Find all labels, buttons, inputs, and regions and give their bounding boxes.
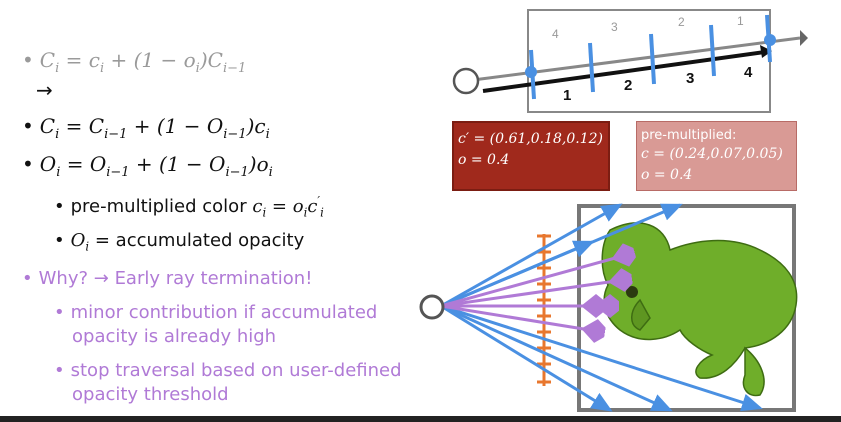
sample-tick-3 — [649, 33, 656, 85]
top-number: 1 — [737, 14, 744, 28]
sample-tick-4 — [709, 24, 716, 77]
sub-bullet-premultiplied: •pre-multiplied color ci = oic′i — [54, 194, 324, 220]
minor-contribution-line2: opacity is already high — [72, 326, 277, 347]
sample-volume-box — [527, 9, 771, 113]
chameleon-image — [601, 222, 798, 397]
premultiplied-header: pre-multiplied: — [641, 128, 737, 143]
bottom-bar — [0, 416, 841, 422]
top-number: 2 — [678, 15, 685, 29]
stop-traversal-line2: opacity threshold — [72, 384, 229, 405]
bullet-list: •Ci = ci + (1 − oi)Ci−1 → •Ci = Ci−1 + (… — [22, 48, 402, 405]
chameleon-eye — [626, 286, 638, 298]
black-ray — [482, 50, 766, 93]
sub-bullet-minor-contribution: •minor contribution if accumulated — [54, 302, 378, 323]
sub-bullet-accumulated-opacity: •Oi = accumulated opacity — [54, 230, 305, 254]
bottom-number: 2 — [624, 77, 632, 94]
top-number: 3 — [611, 20, 618, 34]
premultiplied-label: pre-multiplied color — [70, 196, 247, 217]
minor-contribution-line1: minor contribution if accumulated — [70, 302, 378, 323]
sample-dot-left — [525, 66, 537, 78]
black-ray-head — [760, 45, 772, 58]
arrow-glyph: → — [36, 78, 53, 102]
sub-bullet-stop-traversal: •stop traversal based on user-defined — [54, 360, 402, 381]
bottom-number: 4 — [744, 64, 753, 81]
eye-circle — [452, 67, 480, 95]
why-label: Why? → Early ray termination! — [38, 268, 313, 289]
opacity-value: o = 0.4 — [458, 152, 510, 168]
bottom-number: 1 — [563, 87, 571, 104]
camera-circle — [419, 294, 445, 320]
equation-accumulated-color: •Ci = Ci−1 + (1 − Oi−1)ci — [22, 114, 270, 142]
blue-rays — [440, 203, 763, 412]
sample-tick-2 — [588, 42, 595, 93]
color-box-original: c′ = (0.61,0.18,0.12) o = 0.4 — [452, 121, 610, 191]
premultiplied-color-value: c = (0.24,0.07,0.05) — [641, 146, 783, 162]
color-box-premultiplied: pre-multiplied: c = (0.24,0.07,0.05) o =… — [636, 121, 797, 191]
top-number: 4 — [552, 27, 559, 41]
purple-rays — [440, 255, 626, 331]
premultiplied-opacity-value: o = 0.4 — [641, 167, 693, 183]
accumulated-opacity-label: = accumulated opacity — [94, 230, 305, 251]
bullet-why: •Why? → Early ray termination! — [22, 268, 313, 289]
color-value: c′ = (0.61,0.18,0.12) — [458, 131, 603, 147]
gray-ray-head — [800, 30, 808, 46]
stop-traversal-line1: stop traversal based on user-defined — [70, 360, 402, 381]
equation-front-to-back-lower: •Ci = ci + (1 − oi)Ci−1 — [22, 48, 247, 76]
equation-accumulated-opacity: •Oi = Oi−1 + (1 − Oi−1)oi — [22, 152, 273, 180]
bottom-number: 3 — [686, 70, 694, 87]
sample-dot-right — [764, 34, 776, 46]
